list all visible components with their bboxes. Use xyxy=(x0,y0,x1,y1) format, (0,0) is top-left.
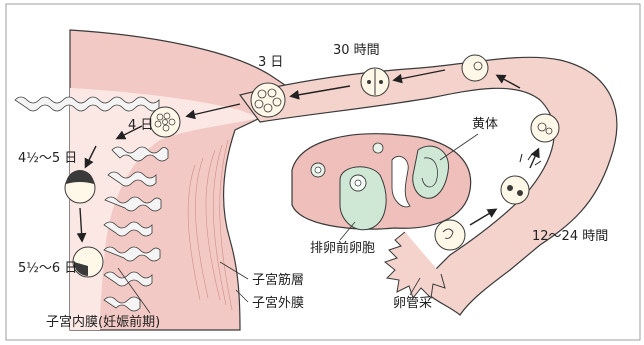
label-day5-6: 5½〜6 日 xyxy=(18,261,77,276)
implanting-blastocyst xyxy=(73,247,103,277)
zygote-with-sperm xyxy=(501,176,529,204)
morula xyxy=(150,107,180,137)
label-perimetrium: 子宮外膜 xyxy=(252,295,304,311)
primary-follicle-1-core xyxy=(315,167,321,173)
label-hour30: 30 時間 xyxy=(333,43,380,58)
label-myometrium: 子宮筋層 xyxy=(252,272,304,288)
label-preovulatory-follicle: 排卵前卵胞 xyxy=(310,240,375,256)
primary-follicle-2 xyxy=(373,143,383,153)
label-hours12-24: 12〜24 時間 xyxy=(532,229,608,244)
label-corpus-luteum: 黄体 xyxy=(472,117,498,132)
eight-cell-embryo xyxy=(251,83,285,117)
early-zygote xyxy=(462,55,488,81)
label-endometrium: 子宮内膜(妊娠前期) xyxy=(46,314,160,330)
label-fimbria: 卵管采 xyxy=(393,296,432,311)
two-cell-embryo xyxy=(361,68,389,96)
pronuclear-stage xyxy=(531,114,559,142)
blastocyst xyxy=(65,170,95,203)
label-day4: 4 日 xyxy=(128,118,153,133)
label-day4-5: 4½〜5 日 xyxy=(18,151,77,166)
label-day3: 3 日 xyxy=(258,55,283,70)
oocyte-nucleus xyxy=(355,180,361,186)
oocyte-fertilization xyxy=(435,220,465,250)
